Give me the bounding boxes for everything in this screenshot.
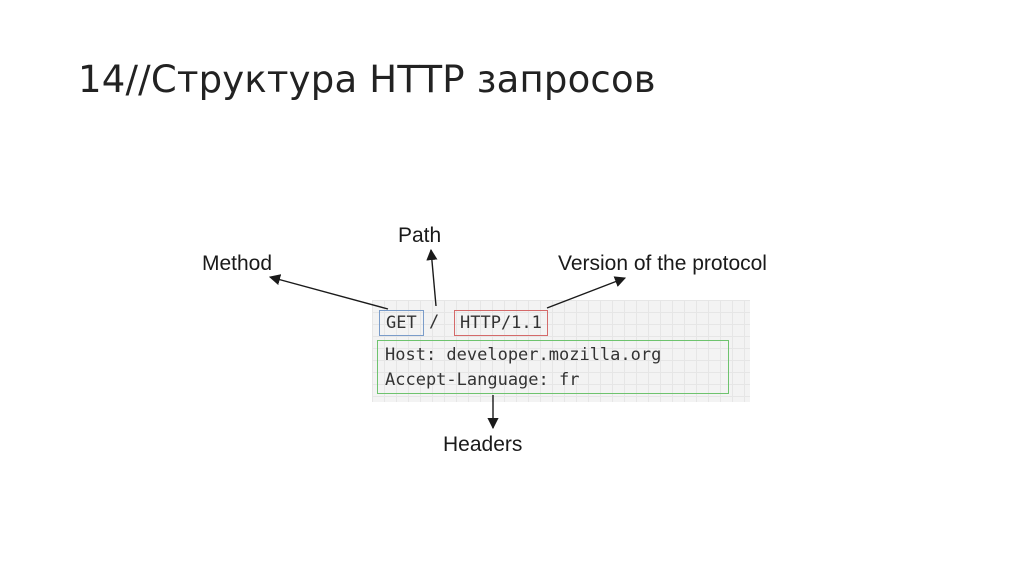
method-token: GET: [379, 310, 424, 336]
label-method: Method: [202, 252, 273, 275]
http-request-diagram: GET / HTTP/1.1 Host: developer.mozilla.o…: [185, 200, 845, 480]
arrow-path: [426, 248, 438, 307]
header-line-accept-language: Accept-Language: fr: [385, 370, 580, 390]
header-line-host: Host: developer.mozilla.org: [385, 345, 662, 365]
label-headers: Headers: [443, 433, 523, 456]
label-version: Version of the protocol: [558, 252, 767, 275]
arrow-method: [268, 274, 389, 310]
slide-title: 14//Структура HTTP запросов: [78, 58, 656, 101]
arrow-version: [546, 276, 627, 309]
headers-box: [377, 340, 729, 394]
version-token: HTTP/1.1: [454, 310, 548, 336]
label-path: Path: [398, 224, 442, 247]
arrows-layer: [268, 248, 627, 430]
path-separator: /: [429, 312, 440, 332]
code-panel: [372, 300, 750, 402]
